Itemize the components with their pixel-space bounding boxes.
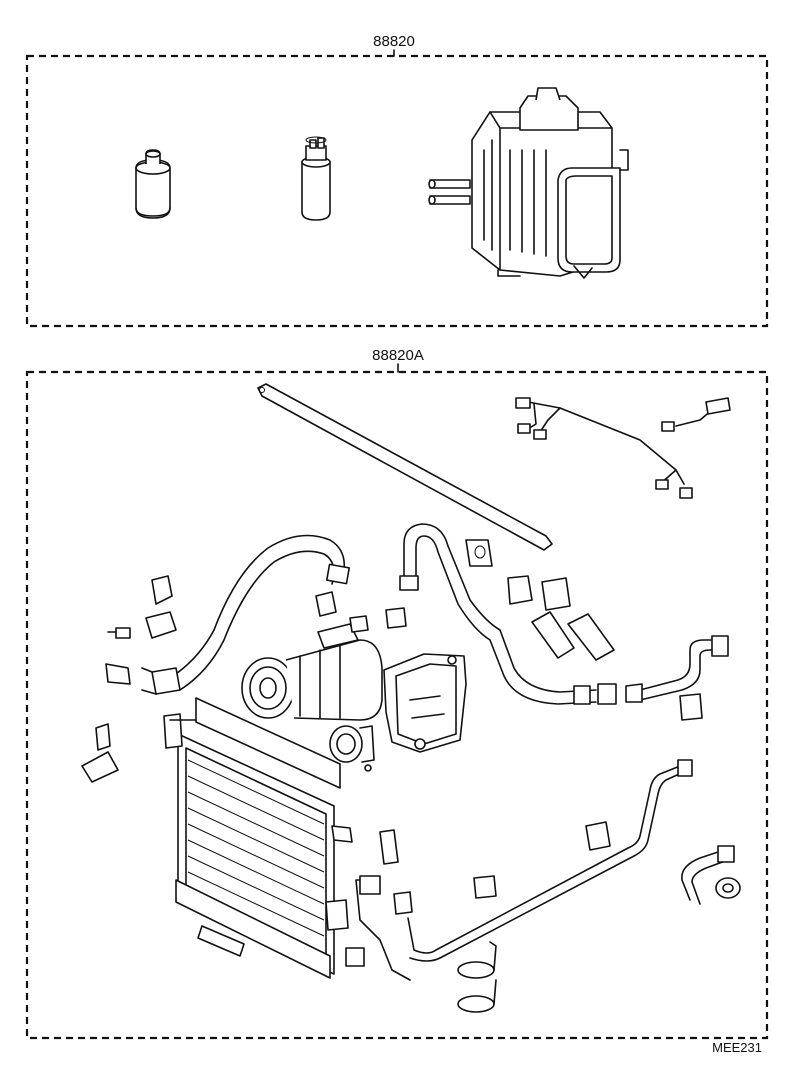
wire-harness-icon — [515, 397, 731, 499]
compressor-bracket-icon — [383, 653, 467, 753]
bracket-icon — [81, 539, 703, 931]
group-frame-88820 — [25, 54, 769, 328]
compressor-icon — [241, 615, 383, 721]
compressor-oil-can-icon — [135, 149, 171, 219]
group-88820A: 88820A — [25, 347, 769, 1055]
diagram-code: MEE231 — [712, 1040, 762, 1055]
discharge-hose-icon — [141, 534, 351, 695]
condenser-icon — [163, 697, 353, 979]
group-label-88820: 88820 — [373, 33, 415, 50]
receiver-dryer-icon — [301, 136, 331, 221]
group-frame-88820A — [25, 370, 769, 1040]
clamp-icon — [197, 925, 497, 1013]
liquid-pipe-icon — [345, 759, 693, 981]
group-label-88820A: 88820A — [372, 347, 424, 364]
group-88820: 88820 — [25, 33, 769, 328]
idler-pulley-icon — [329, 725, 375, 772]
hose-icon — [625, 635, 729, 703]
pipe-hose-icon — [681, 845, 741, 905]
strap-bracket-icon — [257, 383, 553, 551]
evaporator-unit-icon — [428, 87, 629, 279]
rubber-hose-icon — [531, 611, 615, 661]
suction-hose-icon — [385, 523, 617, 705]
